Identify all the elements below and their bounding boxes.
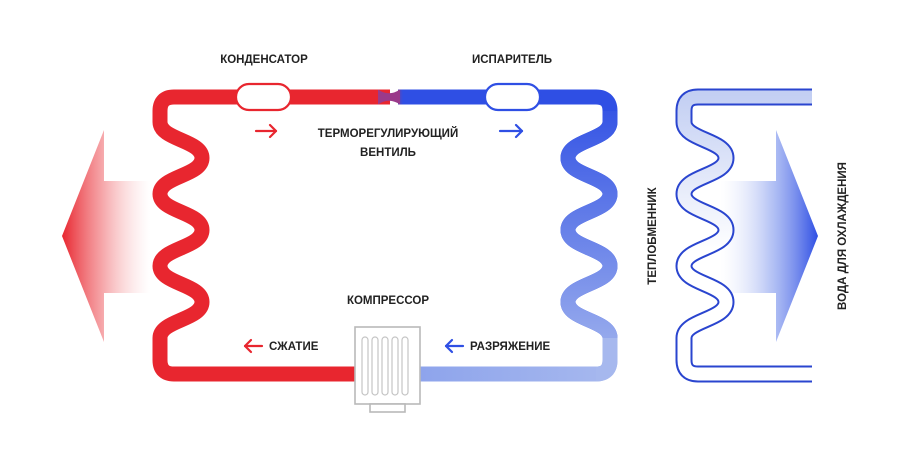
expansion-arrow-icon [444, 338, 465, 354]
cooling-water-label: ВОДА ДЛЯ ОХЛАЖДЕНИЯ [837, 162, 849, 310]
compressor-label: КОМПРЕССОР [347, 295, 429, 307]
expansion-label: РАЗРЯЖЕНИЕ [470, 341, 550, 353]
cooling-water-arrow-icon [720, 130, 818, 342]
condenser-icon [234, 82, 293, 112]
heat-exchanger-coil [677, 90, 812, 381]
evaporator-icon [483, 82, 542, 112]
compressor-icon [354, 326, 421, 413]
cold-coil-inner [410, 111, 618, 382]
compression-label: СЖАТИЕ [269, 341, 319, 353]
cold-coil-corner [595, 338, 618, 382]
hot-coil [152, 89, 390, 382]
valve-label-line2: ВЕНТИЛЬ [360, 147, 416, 159]
hot-air-arrow-icon [62, 130, 150, 342]
heat-exchanger-label: ТЕПЛОБМЕННИК [647, 186, 659, 284]
condenser-label: КОНДЕНСАТОР [220, 54, 308, 66]
evaporator-label: ИСПАРИТЕЛЬ [472, 54, 552, 66]
flow-right-hot-arrow-icon [254, 123, 278, 139]
flow-right-cold-arrow-icon [498, 123, 524, 139]
thermostatic-valve [378, 89, 400, 105]
valve-label-line1: ТЕРМОРЕГУЛИРУЮЩИЙ [318, 127, 458, 140]
compression-arrow-icon [243, 338, 264, 354]
